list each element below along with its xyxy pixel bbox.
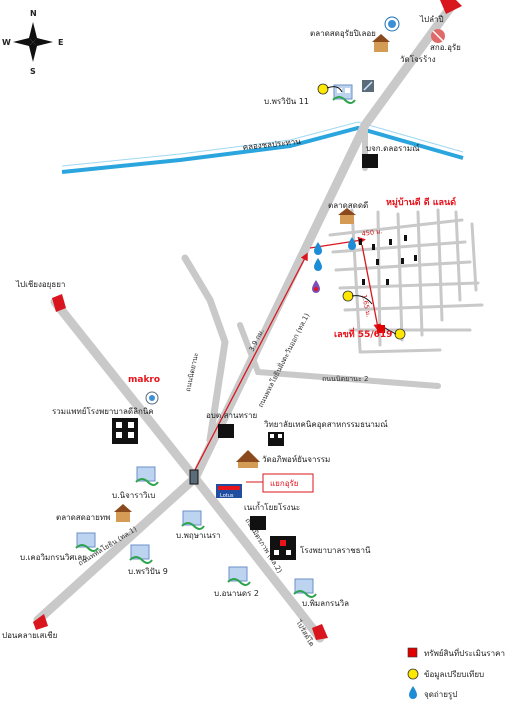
photo-points [312, 237, 356, 293]
mall-icon [270, 536, 296, 560]
direction-top-right: ไปลำปี [419, 15, 444, 24]
temple-top-label: สกอ.อุรัย [430, 43, 461, 52]
legend-label-2: จุดถ่ายรูป [424, 690, 457, 700]
legend-red-square [407, 647, 418, 658]
legend-label-0: ทรัพย์สินที่ประเมินราคา [424, 647, 505, 658]
village-label: หมู่บ้านดี ดี แลนด์ [386, 196, 456, 208]
bank-icon [362, 154, 378, 168]
temple-icon [384, 16, 400, 32]
village-markers [359, 235, 417, 285]
school-9-label: บ.พรวิปัน 9 [128, 567, 168, 576]
bridge-icon [362, 80, 374, 92]
school-nam-label: บ.พฤษาเนรา [176, 531, 221, 540]
temple-mid-icon [236, 450, 260, 468]
intersection-marker [189, 469, 199, 485]
compare-point [317, 83, 329, 95]
compass-s: S [30, 67, 36, 76]
makro-icon [145, 391, 159, 405]
route-side-label: 1.65 ม. [360, 294, 373, 318]
legend: ทรัพย์สินที่ประเมินราคา ข้อมูลเปรียบเทีย… [407, 647, 505, 700]
college-label: วิทยาลัยเทคนิคอุดสาหกรรมธนามณ์ [263, 419, 388, 429]
intersection-label: แยกอุรัย [270, 479, 298, 488]
school-icon [332, 84, 356, 104]
school-9-icon [129, 544, 153, 564]
market-low-label: ตลาดสดอายทพ [56, 513, 110, 522]
market-icon [372, 34, 390, 52]
compass-n: N [30, 9, 37, 18]
mall-label: โรงพยาบาลราชธานี [300, 545, 371, 555]
lotus-sign-text: Lotus [220, 493, 234, 499]
school-chon-icon [250, 516, 266, 530]
school-nai-icon [135, 466, 159, 486]
temple-mid-label: วัดอภิพอห์ยันจารรม [262, 454, 330, 464]
school-11-label: บ.พรวิปัน 11 [264, 97, 309, 106]
school-2-label: บ.อนานดร 2 [214, 589, 259, 598]
legend-blue-drop [409, 686, 417, 699]
subject-property-marker [377, 325, 385, 333]
north-road-label: ถนนนิตยานะ [184, 352, 200, 393]
school-ampur-icon [218, 424, 234, 438]
direction-top-left: ไปเชียงอยุธยา [15, 280, 65, 289]
school-ngam-icon [75, 532, 99, 552]
college-icon [268, 432, 284, 446]
school-nai-label: บ.นิจาราวิเบ [112, 491, 155, 500]
bank-label: บจก.ดลอรามณ์ [366, 143, 420, 153]
temple-top-icon [431, 29, 445, 43]
school-nam-icon [181, 510, 205, 530]
school-2-icon [227, 566, 251, 586]
compass-w: W [2, 38, 11, 47]
hospital-icon [112, 418, 138, 444]
compass-icon [13, 22, 53, 62]
compass-e: E [58, 38, 63, 47]
school-chon-label: เนเก้ำโยยโรงนะ [244, 501, 300, 512]
direction-arrows [33, 0, 462, 640]
makro-label: makro [128, 375, 160, 385]
market-mid-icon [338, 208, 356, 224]
legend-label-1: ข้อมูลเปรียบเทียบ [424, 670, 484, 680]
route-top-label: 450 ม. [361, 227, 383, 238]
lotus-sign-icon [216, 484, 242, 498]
temple-top2-label: วัดโจรร้าง [400, 54, 436, 64]
lane-2-label: ถนนนิตยานะ 2 [322, 375, 368, 383]
school-kan-label: บ.พิมลกรนวิล [302, 599, 349, 608]
market-top-label: ตลาดสดอุรัยปิเลอย [310, 29, 376, 38]
market-low-icon [114, 504, 132, 522]
market-mid-label: ตลาดสดดดี [328, 201, 368, 210]
hospital-label: รวมแพทย์โรงพยาบาลดีลิกนิค [52, 406, 154, 416]
school-ampur-label: อบต.สานทราย [206, 411, 257, 420]
legend-yellow-circle [407, 668, 419, 680]
subject-label: เลขที่ 55/619 [334, 327, 392, 340]
canal [61, 125, 464, 174]
school-ngam-label: บ.เคอวิมกรนวิศเลย [20, 553, 87, 562]
direction-bottom-left: ปอนคลายเสเชีย [2, 631, 57, 640]
school-kan-icon [293, 578, 317, 598]
